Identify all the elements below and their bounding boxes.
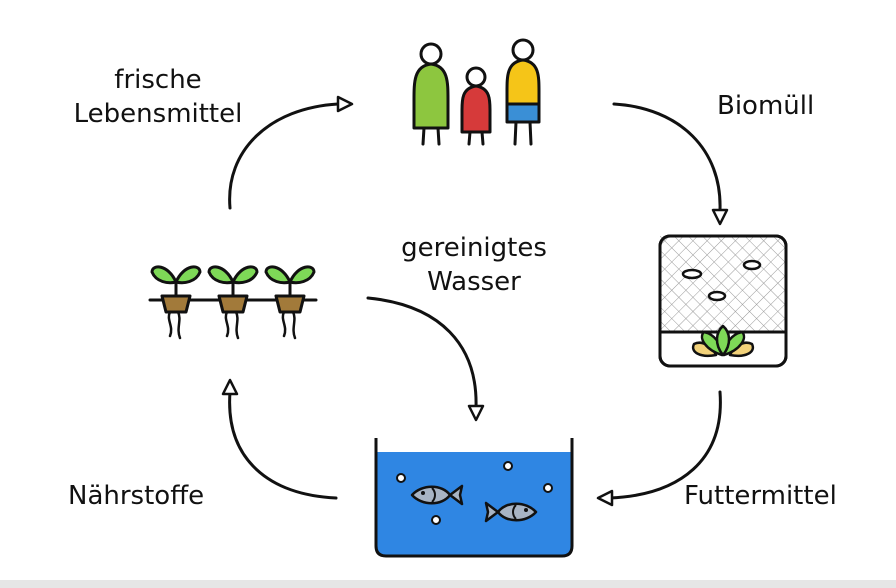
arrow-tank-to-plants — [228, 390, 338, 500]
arrowhead-people — [336, 95, 354, 113]
fish-icon-1 — [410, 484, 464, 506]
arrowhead-tank-right — [596, 489, 614, 507]
label-fresh-food: frische Lebensmittel — [48, 64, 268, 132]
compost-box-icon — [658, 234, 788, 368]
label-fresh-food-line2: Lebensmittel — [73, 98, 243, 129]
label-clean-water: gereinigtes Wasser — [364, 232, 584, 300]
plant-2 — [207, 265, 259, 340]
people-icon — [412, 38, 541, 146]
arrowhead-water — [467, 404, 485, 422]
worm-icons — [681, 259, 762, 302]
arrow-water-to-tank — [366, 296, 478, 410]
arrow-compost-to-tank — [608, 390, 722, 500]
fish-tank-icon — [374, 438, 574, 558]
label-biowaste: Biomüll — [717, 91, 815, 121]
fish-icon-2 — [484, 501, 538, 523]
arrow-people-to-compost — [612, 102, 722, 212]
arrow-plants-to-people — [228, 102, 340, 210]
lettuce-icon — [691, 324, 755, 357]
person-red — [460, 66, 492, 146]
label-fresh-food-line1: frische — [114, 65, 202, 95]
label-nutrients: Nährstoffe — [68, 481, 205, 511]
bubble-icons — [396, 461, 553, 525]
label-feed: Futtermittel — [684, 481, 837, 511]
label-clean-water-line1: gereinigtes — [401, 233, 547, 263]
plant-3 — [264, 265, 316, 340]
plants-icon — [148, 265, 318, 340]
arrowhead-compost — [711, 208, 729, 226]
arrowhead-plants — [221, 378, 239, 396]
plant-1 — [150, 265, 202, 340]
person-yellow-blue — [505, 38, 541, 146]
bottom-border — [0, 580, 896, 588]
label-clean-water-line2: Wasser — [427, 266, 521, 297]
person-green — [412, 42, 450, 146]
